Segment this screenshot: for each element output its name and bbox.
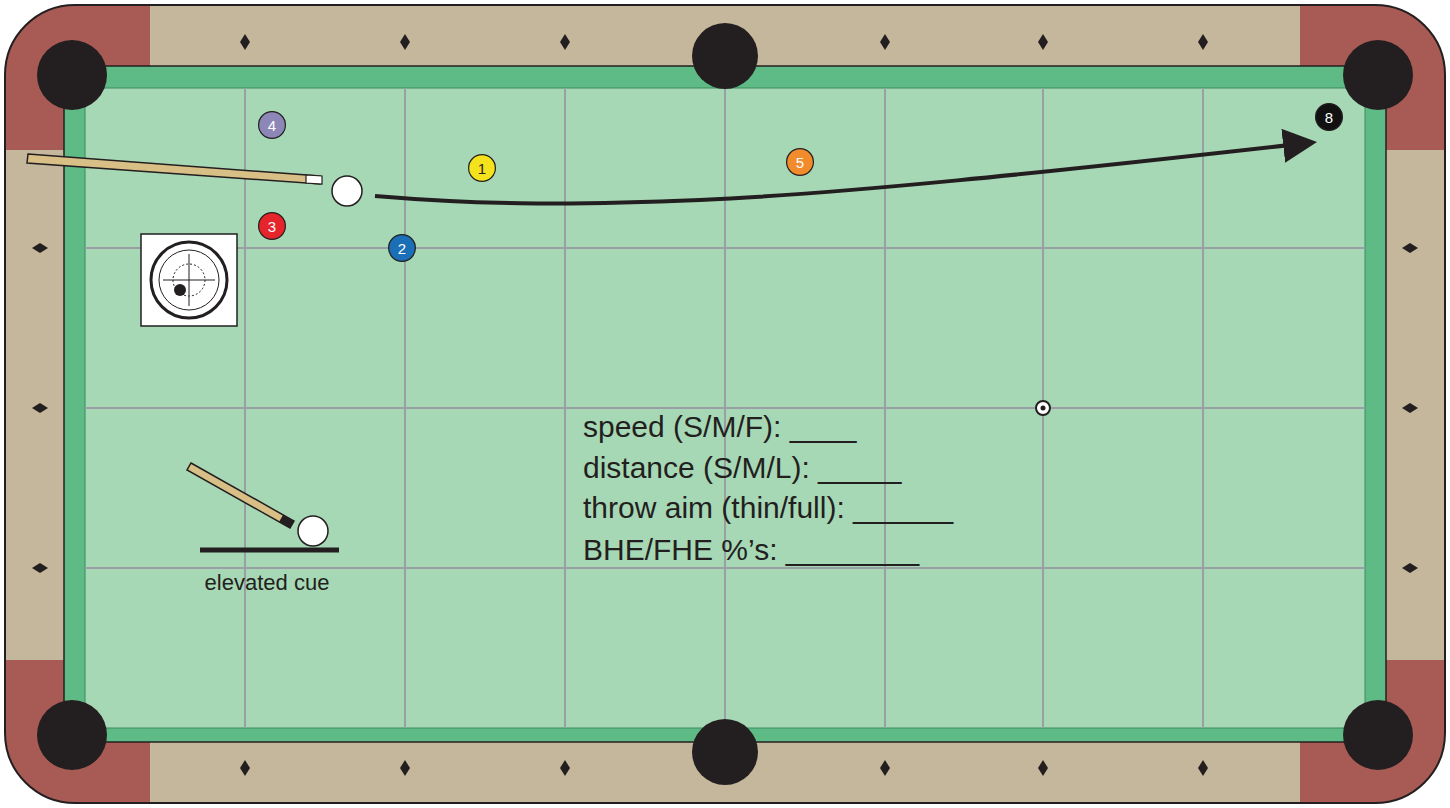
ball-circle (389, 235, 416, 262)
object-ball: 3 (258, 212, 286, 240)
worksheet-field: speed (S/M/F): ____ (583, 412, 856, 442)
worksheet-field: BHE/FHE %’s: ________ (583, 535, 919, 565)
object-ball: 5 (786, 148, 814, 176)
object-ball: 4 (258, 111, 286, 139)
table-rail (5, 5, 1445, 803)
cue-ball (332, 176, 362, 206)
rail-diamond (32, 34, 1418, 776)
cue-stick (27, 154, 322, 184)
ball-circle (1316, 104, 1343, 131)
ball-number: 5 (786, 148, 814, 176)
ball-circle (259, 112, 286, 139)
ball-circle (787, 149, 814, 176)
ball-number: 3 (258, 212, 286, 240)
table-felt (85, 88, 1365, 728)
tip-position-icon (141, 234, 237, 326)
table-outline (5, 5, 1445, 803)
object-ball: 2 (388, 234, 416, 262)
ball-number: 2 (388, 234, 416, 262)
diamond-grid (85, 88, 1365, 728)
cue-ball-path (375, 145, 1290, 203)
ball-number: 1 (468, 154, 496, 182)
figure-caption: elevated cue (205, 572, 330, 594)
worksheet-field: throw aim (thin/full): ______ (583, 493, 953, 523)
ball-number: 4 (258, 111, 286, 139)
worksheet-field: distance (S/M/L): _____ (583, 453, 902, 483)
rail-corner (5, 5, 1445, 803)
object-ball: 8 (1315, 103, 1343, 131)
pocket (37, 23, 1413, 785)
ball-circle (469, 155, 496, 182)
ball-number: 8 (1315, 103, 1343, 131)
elevated-cue-icon (187, 463, 339, 550)
cushion (64, 66, 1386, 742)
ball-circle (259, 213, 286, 240)
table-spot (1036, 401, 1050, 415)
object-ball: 1 (468, 154, 496, 182)
